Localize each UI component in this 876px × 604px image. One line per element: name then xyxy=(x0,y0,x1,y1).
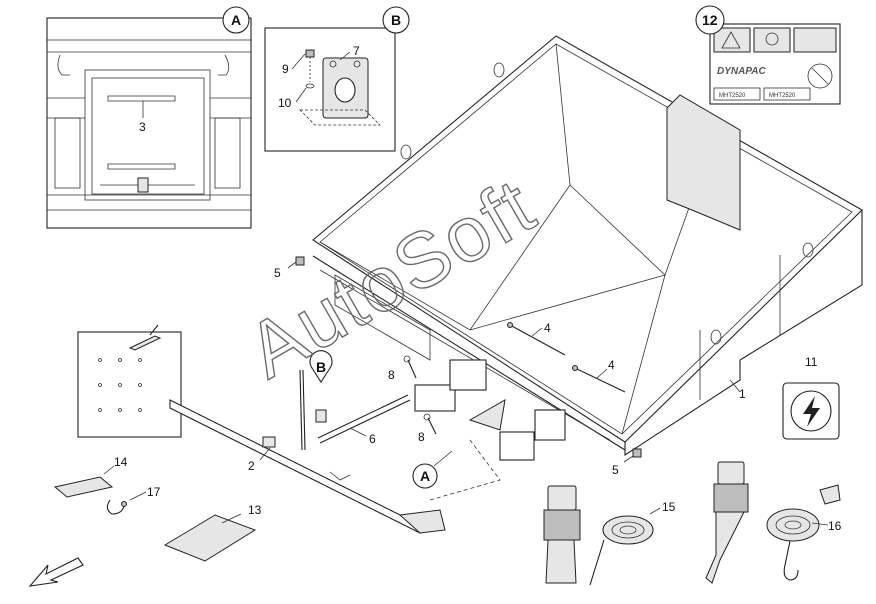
detail-a-panel: 3 A xyxy=(46,6,252,229)
sticker-sheet-panel: DYNAPAC MHT2520 MHT2520 12 xyxy=(695,5,841,105)
part-17-shackle: 17 xyxy=(106,485,161,515)
part-ratchet-strap-right xyxy=(705,461,749,584)
decal-code-1: MHT2520 xyxy=(719,93,746,99)
pin-8-lower: 8 xyxy=(418,413,437,444)
electric-power-icon xyxy=(803,396,820,427)
part-label-4a: 4 xyxy=(544,321,551,335)
part-label-6: 6 xyxy=(369,432,376,446)
part-label-9: 9 xyxy=(282,62,289,76)
bolt-5-bottom: 5 xyxy=(612,448,642,477)
decal-code-2: MHT2520 xyxy=(769,93,796,99)
part-label-8b: 8 xyxy=(418,430,425,444)
rod-6: 6 xyxy=(317,394,411,446)
part-label-11: 11 xyxy=(805,355,818,369)
callout-a-text: A xyxy=(420,468,430,484)
part-label-4b: 4 xyxy=(608,358,615,372)
hopper-box: 1 xyxy=(312,35,863,461)
part-label-5a: 5 xyxy=(274,266,281,280)
pin-4-lower: 4 xyxy=(572,358,626,393)
part-label-17: 17 xyxy=(147,485,161,499)
part-label-7: 7 xyxy=(353,44,360,58)
part-label-15: 15 xyxy=(662,500,676,514)
frame-2: 2 xyxy=(77,324,446,534)
callout-a-marker: A xyxy=(412,439,501,501)
pin-8-upper: 8 xyxy=(388,355,417,382)
part-11-power-module: 11 xyxy=(782,355,840,440)
part-label-5b: 5 xyxy=(612,463,619,477)
part-label-14: 14 xyxy=(114,455,128,469)
part-label-16: 16 xyxy=(828,519,842,533)
detail-b-badge: B xyxy=(391,12,401,28)
part-16-strap-hook: 16 xyxy=(766,484,842,581)
part-14-plate: 14 xyxy=(53,455,128,498)
part-label-8a: 8 xyxy=(388,368,395,382)
detail-b-panel: 7 9 10 B xyxy=(264,6,410,152)
part-15-strap-roll: 15 xyxy=(589,500,676,586)
part-label-3: 3 xyxy=(139,120,146,134)
callout-b-marker: B xyxy=(309,350,333,423)
part-label-2: 2 xyxy=(248,459,255,473)
front-direction-arrow-icon xyxy=(28,557,84,587)
decal-brand: DYNAPAC xyxy=(717,66,766,77)
detail-a-badge: A xyxy=(231,12,241,28)
part-ratchet-strap-left xyxy=(543,485,581,584)
pin-4-upper: 4 xyxy=(507,321,566,356)
part-label-13: 13 xyxy=(248,503,262,517)
part-label-10: 10 xyxy=(278,96,292,110)
part-label-1: 1 xyxy=(739,387,746,401)
bolt-5-top: 5 xyxy=(274,256,305,280)
callout-b-text: B xyxy=(316,359,326,375)
part-13-manual: 13 xyxy=(163,503,262,562)
detail-12-badge: 12 xyxy=(702,12,718,28)
